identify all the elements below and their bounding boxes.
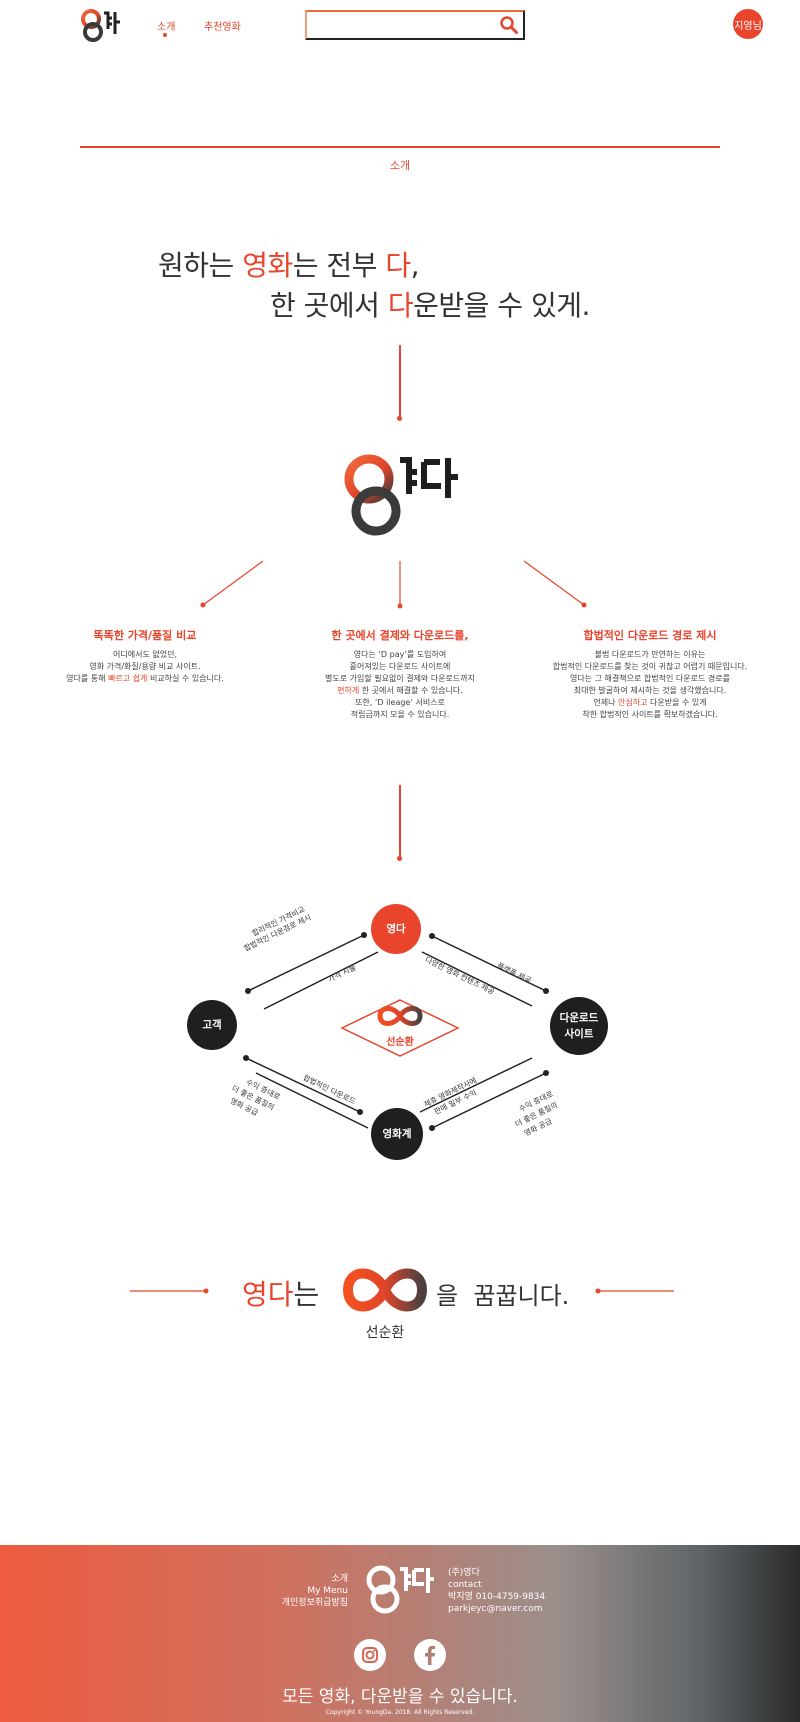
node-film-industry: 영화계 xyxy=(371,1108,423,1160)
nav-item-recommended[interactable]: 추천영화 xyxy=(204,22,241,33)
feature-title: 똑똑한 가격/품질 비교 xyxy=(93,629,197,642)
feature-desc: 어디에서도 없었던, 영화 가격/화질/용량 비교 사이트. 영다를 통해 빠르… xyxy=(66,650,224,683)
feature-one-stop: 한 곳에서 결제와 다운로드를, 영다는 ‘D pay’를 도입하여 흩어져있는… xyxy=(295,627,505,721)
node-download-site: 다운로드 사이트 xyxy=(550,997,608,1055)
nav-item-intro[interactable]: 소개 xyxy=(157,22,176,33)
facebook-icon[interactable] xyxy=(414,1639,446,1671)
header-logo[interactable] xyxy=(78,7,130,43)
slogan-part1: 영다는 xyxy=(242,1278,320,1311)
slogan-symbol-label: 선순환 xyxy=(365,1325,405,1341)
section-divider xyxy=(80,146,720,148)
feature-desc: 영다는 ‘D pay’를 도입하여 흩어져있는 다운로드 사이트에 별도로 가입… xyxy=(324,650,475,719)
footer-link-intro[interactable]: 소개 xyxy=(331,1574,348,1584)
footer-links: 소개 My Menu 개인정보취급방침 xyxy=(282,1573,348,1609)
main-logo xyxy=(336,450,466,542)
feature-connectors xyxy=(200,560,587,609)
section-label: 소개 xyxy=(389,159,411,172)
footer-link-privacy[interactable]: 개인정보취급방침 xyxy=(281,1598,348,1608)
headline-line2: 한 곳에서 다운받을 수 있게. xyxy=(270,289,590,322)
search-input[interactable] xyxy=(311,15,495,37)
footer-link-mymenu[interactable]: My Menu xyxy=(307,1586,348,1596)
cycle-lines xyxy=(243,932,549,1131)
infinity-icon xyxy=(372,1002,428,1030)
feature-legal-path: 합법적인 다운로드 경로 제시 불법 다운로드가 만연하는 이유는 합법적인 다… xyxy=(535,627,765,721)
instagram-icon[interactable] xyxy=(354,1639,386,1671)
feature-title: 합법적인 다운로드 경로 제시 xyxy=(583,629,717,642)
nav-active-indicator xyxy=(163,33,167,37)
footer-copyright: Copyright © YoungDa. 2018. All Rights Re… xyxy=(325,1709,475,1716)
search-icon[interactable] xyxy=(499,15,519,35)
slogan-part2: 을 꿈꿉니다. xyxy=(436,1282,570,1310)
cycle-center-label: 선순환 xyxy=(386,1037,414,1048)
user-avatar[interactable]: 지영님 xyxy=(733,9,763,39)
feature-desc: 불법 다운로드가 만연하는 이유는 합법적인 다운로드를 찾는 것이 귀찮고 어… xyxy=(552,650,748,719)
node-youngda: 영다 xyxy=(371,904,421,954)
search-box xyxy=(305,10,525,40)
footer: 소개 My Menu 개인정보취급방침 (주)영다 contact 박지영 01… xyxy=(0,1545,800,1722)
footer-company-info: (주)영다 contact 박지영 010-4759-9834 parkjeyc… xyxy=(448,1568,546,1614)
connector-line xyxy=(399,345,401,417)
connector-dot xyxy=(397,416,402,421)
footer-logo[interactable] xyxy=(362,1563,438,1617)
footer-tagline: 모든 영화, 다운받을 수 있습니다. xyxy=(282,1687,518,1707)
feature-title: 한 곳에서 결제와 다운로드를, xyxy=(331,629,469,642)
connector-dot xyxy=(397,856,402,861)
feature-price-compare: 똑똑한 가격/품질 비교 어디에서도 없었던, 영화 가격/화질/용량 비교 사… xyxy=(45,627,245,685)
slogan-side-lines xyxy=(130,1288,674,1294)
node-customer: 고객 xyxy=(187,1000,237,1050)
slogan-infinity-icon xyxy=(340,1262,430,1318)
headline-line1: 원하는 영화는 전부 다, xyxy=(158,249,420,282)
connector-line xyxy=(399,785,401,857)
